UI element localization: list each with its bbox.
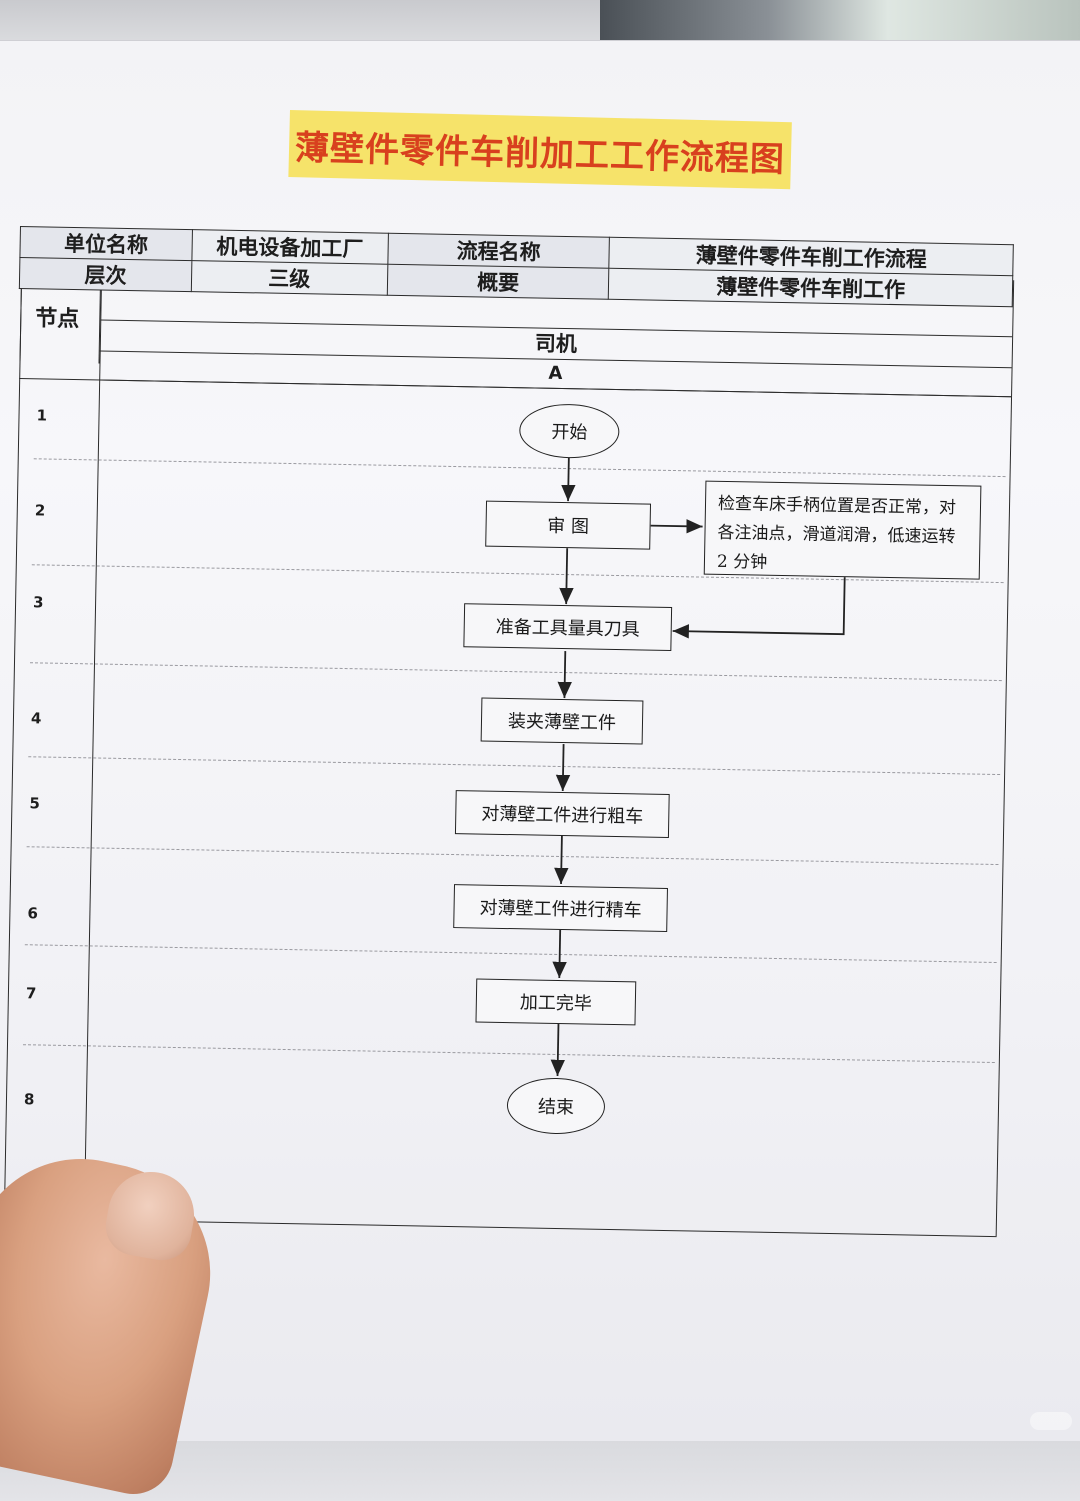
watermark-mark (1030, 1412, 1072, 1430)
machining-complete-step: 加工完毕 (475, 978, 637, 1026)
arrow-review-to-note (650, 519, 703, 534)
finish-turning-step: 对薄壁工件进行精车 (453, 884, 668, 932)
arrow-start-to-review (561, 456, 576, 502)
arrow-rough-to-finish (554, 836, 569, 885)
review-step: 审 图 (485, 500, 652, 550)
arrow-note-to-prepare (672, 575, 846, 639)
title-block: 薄壁件零件车削加工工作流程图 (288, 110, 792, 202)
rough-turning-step: 对薄壁工件进行粗车 (454, 790, 670, 838)
arrow-done-to-end (550, 1023, 566, 1077)
prepare-tools-step: 准备工具量具刀具 (463, 603, 673, 652)
arrow-clamp-to-rough (555, 744, 571, 792)
inspection-note: 检查车床手柄位置是否正常，对各注油点，滑道润滑，低速运转 2 分钟 (703, 480, 982, 580)
document-title: 薄壁件零件车削加工工作流程图 (288, 110, 792, 190)
arrow-prepare-to-clamp (557, 651, 572, 699)
arrow-finish-to-done (552, 930, 567, 979)
background-window (600, 0, 1080, 46)
arrow-review-to-prepare (559, 548, 574, 605)
flowchart-form: 单位名称 机电设备加工厂 流程名称 薄壁件零件车削工作流程 层次 三级 概要 薄… (2, 226, 1016, 1244)
clamp-workpiece-step: 装夹薄壁工件 (480, 697, 644, 745)
background-left (0, 0, 600, 46)
flow-connectors (550, 456, 846, 1077)
